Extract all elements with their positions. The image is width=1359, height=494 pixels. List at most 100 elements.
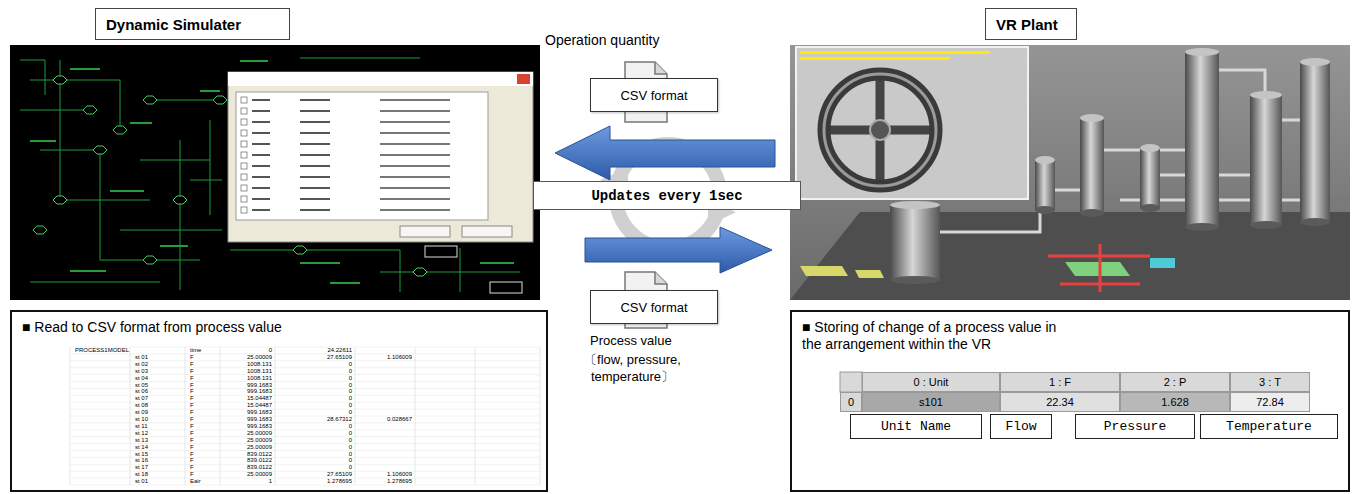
- table-cell: F: [190, 409, 245, 416]
- checkbox: [241, 97, 247, 103]
- process-line: [460, 248, 461, 292]
- table-cell: 1.106009: [352, 471, 412, 478]
- table-cell: 25.00009: [212, 437, 272, 444]
- grid-line: [70, 347, 540, 348]
- note-mark: [800, 57, 950, 60]
- list-mark: [380, 121, 450, 123]
- table-cell: F: [190, 375, 245, 382]
- table-cell: 1.278695: [292, 478, 352, 485]
- process-line: [300, 58, 420, 59]
- dialog-list: [236, 92, 488, 220]
- table-cell: 0: [292, 444, 352, 451]
- column-body: [890, 205, 940, 280]
- table-cell: 999.1683: [212, 416, 272, 423]
- pipe: [1282, 119, 1300, 122]
- table-cell: F: [190, 464, 245, 471]
- column-body: [1185, 52, 1219, 227]
- equipment-symbol: [53, 196, 67, 204]
- tag-mark: [300, 262, 340, 264]
- dialog-button: [400, 226, 450, 237]
- list-mark: [300, 99, 330, 101]
- column-tag: Temperature: [1200, 414, 1338, 439]
- table-cell: F: [190, 382, 245, 389]
- table-cell: 15.04487: [212, 402, 272, 409]
- table-cell: 1008.131: [212, 368, 272, 375]
- annotation: 〔flow, pressure, temperature〕: [545, 351, 720, 385]
- checkbox: [241, 130, 247, 136]
- table-cell: 0: [292, 457, 352, 464]
- list-mark: [380, 165, 450, 167]
- table-cell: 999.1683: [212, 388, 272, 395]
- column-base: [1185, 223, 1219, 231]
- dialog-button: [462, 226, 512, 237]
- table-cell: 27.65109: [292, 471, 352, 478]
- table-cell: st 13: [135, 437, 190, 444]
- table-cell: 24.22611: [292, 347, 352, 354]
- table-cell: 0: [840, 392, 862, 412]
- list-mark: [252, 165, 270, 167]
- table-cell: 0: [292, 375, 352, 382]
- equipment-symbol: [143, 96, 157, 104]
- list-mark: [300, 187, 330, 189]
- tag-mark: [110, 190, 144, 192]
- list-mark: [380, 132, 450, 134]
- box-text: CSV format: [620, 88, 687, 103]
- list-mark: [300, 165, 330, 167]
- screen-button: [425, 246, 457, 257]
- process-line: [230, 250, 400, 292]
- process-line: [30, 282, 160, 283]
- equipment-symbol: [143, 256, 157, 264]
- table-cell: F: [190, 423, 245, 430]
- list-mark: [300, 154, 330, 156]
- annotation: Process value: [590, 333, 700, 349]
- table-cell: F: [190, 402, 245, 409]
- table-cell: st 01: [135, 478, 190, 485]
- table-cell: 27.65109: [292, 354, 352, 361]
- screen-button: [490, 282, 522, 293]
- block-arrow-right: [585, 227, 772, 273]
- table-cell: 0: [292, 451, 352, 458]
- grid-line: [70, 485, 540, 486]
- table-cell: st 08: [135, 402, 190, 409]
- table-cell: 0: [292, 388, 352, 395]
- list-mark: [300, 209, 330, 211]
- list-mark: [380, 99, 450, 101]
- table-cell: 0: [292, 423, 352, 430]
- table-cell: 0.028667: [352, 416, 412, 423]
- red-pipe: [1048, 244, 1150, 292]
- title-box: Dynamic Simulater: [95, 8, 290, 40]
- table-cell: 0: [292, 368, 352, 375]
- list-mark: [252, 198, 270, 200]
- wheel-highlight: [824, 74, 936, 186]
- process-line: [150, 100, 220, 101]
- table-cell: time: [190, 347, 245, 354]
- list-mark: [300, 198, 330, 200]
- column-top: [1185, 48, 1219, 56]
- table-corner-cell: [840, 372, 862, 392]
- vr-screenshot: [790, 45, 1350, 300]
- file-format-box: CSV format: [590, 290, 718, 324]
- table-cell: 22.34: [1000, 392, 1120, 412]
- close-button: [517, 74, 530, 84]
- list-mark: [380, 143, 450, 145]
- tag-mark: [200, 90, 220, 92]
- tag-mark: [70, 68, 100, 70]
- table-cell: F: [190, 361, 245, 368]
- description-panel: ■ Read to CSV format from process value: [10, 310, 548, 492]
- table-cell: 2 : P: [1120, 372, 1230, 392]
- box-text: ■ Read to CSV format from process value: [22, 319, 282, 336]
- tag-mark: [480, 262, 514, 264]
- table-cell: 0 : Unit: [862, 372, 1000, 392]
- table-cell: 3 : T: [1230, 372, 1310, 392]
- process-line: [20, 110, 90, 111]
- box-text: Dynamic Simulater: [106, 16, 241, 33]
- checkbox: [241, 207, 247, 213]
- column-base: [890, 276, 940, 284]
- screen-background: [10, 45, 540, 300]
- column-body: [1035, 160, 1055, 210]
- column-base: [1140, 204, 1160, 212]
- equipment-symbol: [53, 76, 67, 84]
- list-mark: [380, 198, 450, 200]
